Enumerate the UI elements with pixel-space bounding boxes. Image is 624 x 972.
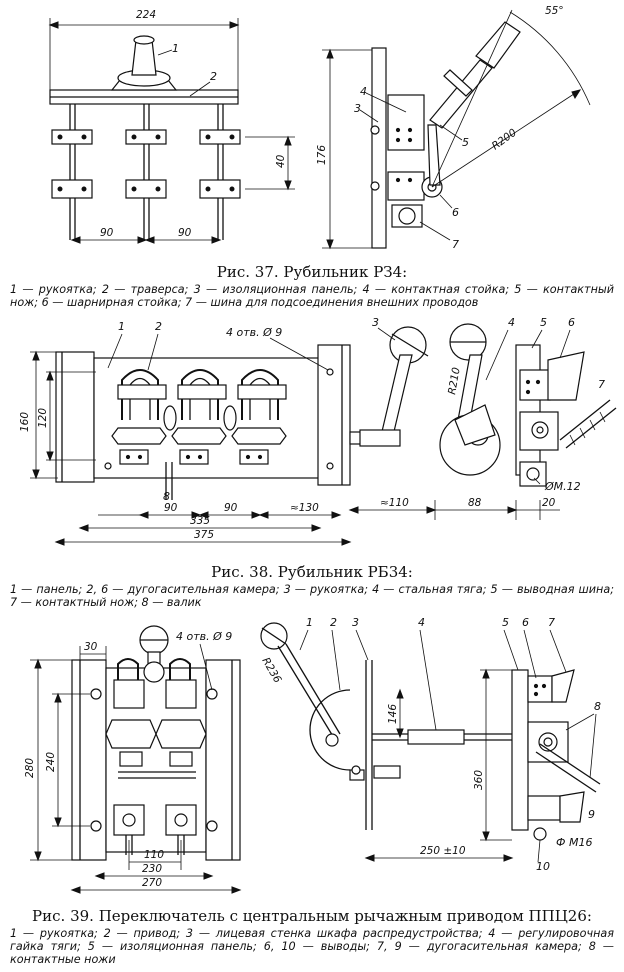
fig39-part-10: 10 — [536, 860, 550, 873]
fig39-thread: Ф M16 — [556, 836, 592, 849]
dim-R210: R210 — [446, 366, 463, 395]
dim-160: 160 — [19, 412, 31, 432]
dim-270: 270 — [142, 877, 162, 889]
fig38-front-view: 160 120 — [19, 320, 375, 546]
fig38-legend: 1 — панель; 2, 6 — дугогасительная камер… — [10, 583, 614, 609]
fig39-part-3: 3 — [352, 616, 359, 629]
fig39-part-1: 1 — [306, 616, 313, 629]
fig38-part-4: 4 — [508, 316, 515, 329]
dim-R200: R200 — [490, 126, 519, 152]
dim-335: 335 — [190, 515, 210, 527]
fig38-part-7: 7 — [598, 378, 605, 391]
fig38-part-5: 5 — [540, 316, 547, 329]
dim-90-a: 90 — [164, 502, 178, 514]
fig37-front-view: 224 1 2 — [48, 9, 295, 244]
fig37-part-5: 5 — [462, 136, 469, 149]
dim-angle-55: 55° — [545, 5, 564, 17]
dim-230: 230 — [142, 863, 162, 875]
dim-110: ≈110 — [380, 497, 409, 509]
dim-88: 88 — [468, 497, 482, 509]
fig38-part-8: 8 — [163, 490, 170, 503]
dim-90b: 90 — [178, 227, 192, 239]
fig38-thread: ØM.12 — [544, 480, 581, 493]
fig39-front-view: 4 отв. Ø 9 30 280 240 110 230 270 — [24, 625, 242, 894]
fig37-part-2: 2 — [210, 70, 217, 83]
dim-20: 20 — [542, 497, 556, 509]
dim-40: 40 — [275, 154, 287, 168]
dim-90a: 90 — [100, 227, 114, 239]
fig39-part-2: 2 — [330, 616, 337, 629]
fig38-part-3: 3 — [372, 316, 379, 329]
fig39-part-4: 4 — [418, 616, 425, 629]
fig37-part-7: 7 — [452, 238, 459, 251]
fig39-legend: 1 — рукоятка; 2 — привод; 3 — лицевая ст… — [10, 927, 614, 966]
fig39-part-6: 6 — [522, 616, 529, 629]
fig37-side-view: 176 R200 55° 4 3 5 — [316, 5, 591, 251]
dim-360: 360 — [473, 770, 485, 790]
dim-280: 280 — [24, 758, 36, 778]
fig38-part-2: 2 — [155, 320, 162, 333]
fig37-part-3: 3 — [354, 102, 361, 115]
dim-176: 176 — [316, 145, 328, 165]
dim-130: ≈130 — [290, 502, 319, 514]
dim-146: 146 — [387, 704, 399, 724]
fig38-holes: 4 отв. Ø 9 — [226, 326, 282, 339]
fig37-part-1: 1 — [172, 42, 179, 55]
fig38-part-1: 1 — [118, 320, 125, 333]
dim-224: 224 — [136, 9, 156, 21]
fig37-part-4: 4 — [360, 85, 367, 98]
fig39-side-view: R236 146 — [259, 616, 601, 873]
fig39-holes: 4 отв. Ø 9 — [176, 630, 232, 643]
fig39-part-7: 7 — [548, 616, 555, 629]
dim-120: 120 — [37, 408, 49, 428]
dim-110: 110 — [144, 849, 164, 861]
fig38-side-view: 3 4 R210 5 6 7 ØM.12 — [348, 316, 617, 520]
fig38-part-6: 6 — [568, 316, 575, 329]
fig38-caption: Рис. 38. Рубильник РБ34: — [211, 563, 413, 581]
dim-R236: R236 — [259, 656, 283, 686]
dim-375: 375 — [194, 529, 214, 541]
dim-250: 250 ±10 — [420, 845, 466, 857]
fig37-legend: 1 — рукоятка; 2 — траверса; 3 — изоляцио… — [10, 283, 614, 309]
fig39-caption: Рис. 39. Переключатель с центральным рыч… — [32, 907, 592, 925]
dim-240: 240 — [45, 752, 57, 772]
dim-30: 30 — [84, 641, 98, 653]
fig39-part-8: 8 — [594, 700, 601, 713]
fig37-caption: Рис. 37. Рубильник РЗ4: — [216, 263, 408, 281]
fig39-part-9: 9 — [588, 808, 595, 821]
fig37-part-6: 6 — [452, 206, 459, 219]
fig39-part-5: 5 — [502, 616, 509, 629]
dim-90-b: 90 — [224, 502, 238, 514]
